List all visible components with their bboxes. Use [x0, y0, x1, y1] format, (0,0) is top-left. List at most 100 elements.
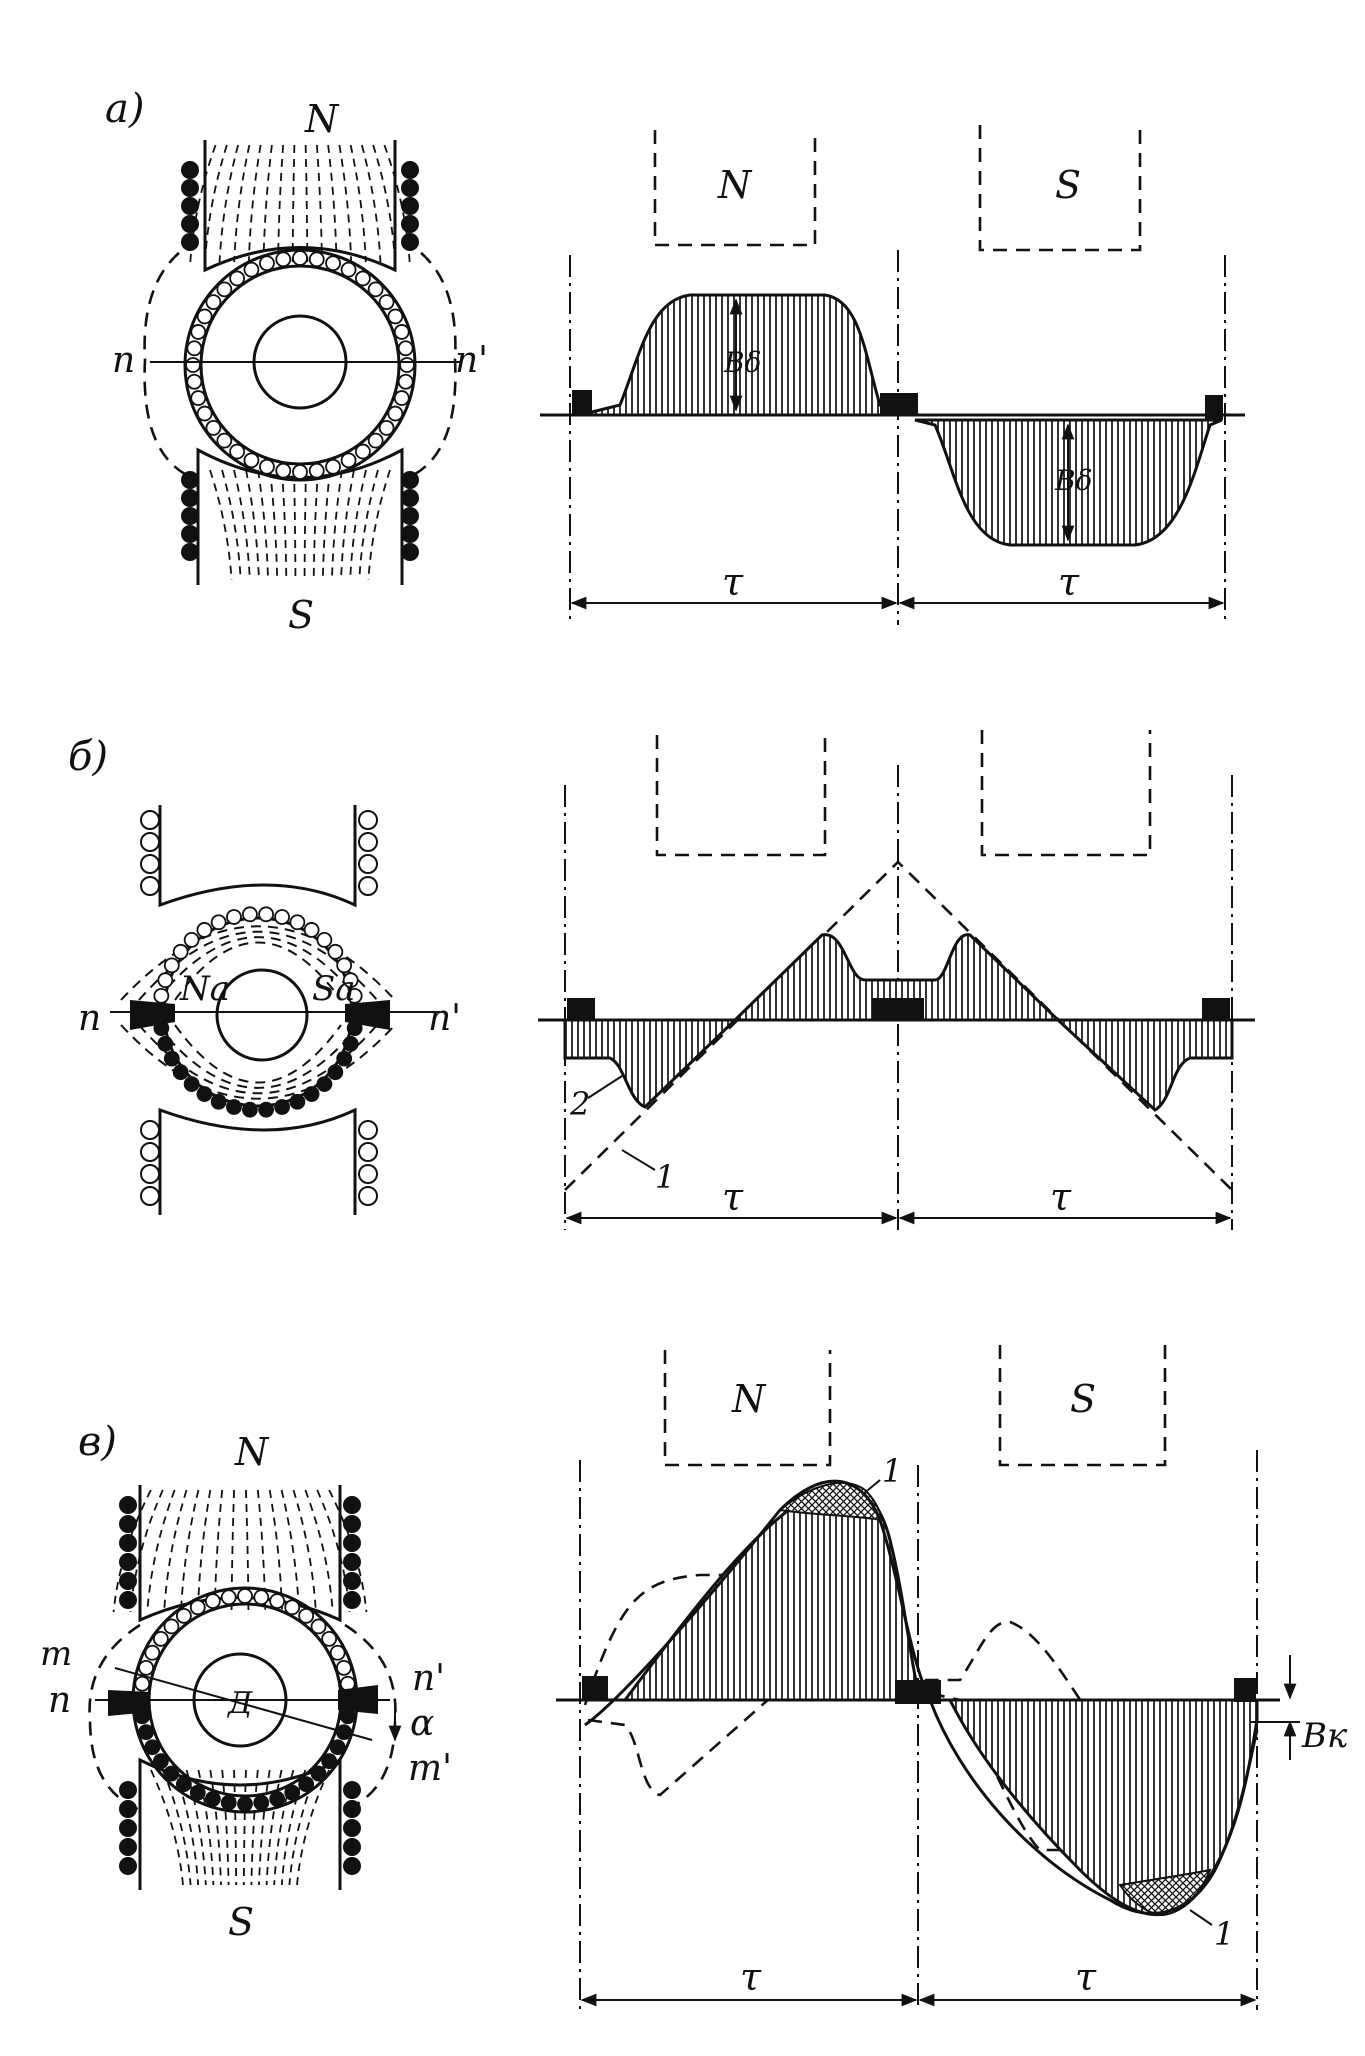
armature-conductor	[204, 1791, 221, 1807]
armature-conductor	[284, 1784, 301, 1801]
armature-conductor	[152, 1630, 169, 1647]
armature-conductor	[316, 931, 333, 948]
armature-conductor	[153, 987, 170, 1004]
panel-a-axis-right-label: n'	[455, 340, 488, 381]
armature-conductor	[144, 1644, 161, 1661]
panel-b-curve-label-2: 2	[569, 1085, 590, 1123]
field-coil-turn	[119, 1534, 137, 1552]
field-line	[277, 144, 285, 263]
armature-conductor	[327, 1064, 344, 1081]
field-coil-turn	[401, 525, 419, 543]
field-line	[288, 1769, 319, 1886]
field-line	[327, 144, 338, 263]
panel-a-span-right-label: τ	[1058, 560, 1080, 604]
armature-conductor	[275, 462, 292, 479]
armature-conductor	[336, 1659, 352, 1676]
panel-c-brush-mid-mark	[895, 1680, 941, 1704]
field-coil-turn	[343, 1572, 361, 1590]
armature-conductor	[340, 452, 357, 469]
field-coil-turn	[119, 1553, 137, 1571]
field-coil-turn	[119, 1496, 137, 1514]
field-line	[280, 1489, 300, 1613]
armature-conductor	[253, 1589, 270, 1606]
armature-conductor	[253, 1794, 270, 1811]
field-line	[204, 144, 228, 263]
panel-a-letter: а)	[105, 86, 144, 132]
field-line	[209, 469, 233, 581]
armature-conductor	[336, 1050, 353, 1067]
panel-c-brush-left-mark	[582, 1676, 608, 1700]
armature-conductor	[342, 972, 359, 989]
panel-a-field-lines-top	[189, 144, 411, 263]
field-line	[349, 144, 367, 263]
armature-conductor	[189, 1599, 206, 1616]
panel-c-axis2-right-label: m'	[408, 1748, 452, 1789]
field-line	[221, 1769, 230, 1886]
field-coil-turn	[358, 832, 378, 852]
panel-c-top-pole-label: N	[234, 1430, 270, 1474]
armature-conductor	[387, 405, 404, 422]
armature-conductor	[237, 1796, 253, 1812]
armature-conductor	[242, 906, 258, 923]
panel-a-axis-left-label: n	[112, 340, 135, 381]
armature-conductor	[175, 1776, 192, 1793]
panel-a: а) N S n n' N S	[105, 86, 1245, 637]
field-coil-turn	[119, 1591, 137, 1609]
field-line	[256, 1489, 267, 1613]
panel-c-chart-pole-s: S	[1070, 1377, 1096, 1421]
armature-conductor	[275, 251, 292, 268]
armature-conductor	[157, 1035, 174, 1052]
panel-b-field-coils	[140, 810, 378, 1206]
field-coil-turn	[181, 525, 199, 543]
field-line	[273, 1769, 295, 1886]
field-coil-turn	[181, 543, 199, 561]
field-line	[247, 144, 262, 263]
field-line	[233, 469, 251, 581]
panel-a-field-lines-bottom	[209, 469, 391, 581]
field-coil-turn	[343, 1819, 361, 1837]
panel-b-pole-n-outline	[655, 735, 827, 857]
panel-b-bottom-pole	[158, 1107, 357, 1215]
field-coil-turn	[358, 876, 378, 896]
field-coil-turn	[140, 1120, 160, 1140]
panel-b-letter: б)	[68, 734, 108, 780]
field-line	[120, 1024, 396, 1100]
panel-b-armature-mmf-line	[564, 860, 1233, 1191]
armature-conductor	[308, 251, 325, 268]
panel-b-axis-left-label: n	[78, 998, 101, 1039]
panel-c-armature-conductors	[133, 1588, 357, 1812]
field-line	[233, 144, 251, 263]
panel-c-brush-left	[108, 1690, 150, 1716]
armature-conductor	[186, 373, 203, 390]
field-line	[304, 1489, 334, 1613]
armature-conductor	[393, 390, 410, 406]
field-line	[242, 1769, 247, 1886]
field-line	[245, 469, 260, 581]
panel-b-top-pole	[158, 805, 357, 908]
panel-c-leader-1-bottom	[1189, 1909, 1213, 1926]
armature-conductor	[269, 1593, 286, 1609]
armature-conductor	[329, 1644, 346, 1661]
field-line	[112, 1489, 152, 1613]
armature-conductor	[329, 1739, 346, 1756]
armature-conductor	[342, 1035, 359, 1052]
panel-b-brush-right	[345, 1000, 390, 1030]
field-line	[161, 1769, 192, 1886]
field-line	[304, 144, 309, 263]
panel-a-top-pole-label: N	[304, 97, 340, 141]
armature-conductor	[163, 1618, 180, 1635]
armature-conductor	[284, 1599, 301, 1616]
field-line	[156, 1024, 360, 1089]
armature-conductor	[175, 1607, 192, 1624]
armature-conductor	[399, 357, 415, 373]
panel-a-bottom-pole-label: S	[288, 593, 314, 637]
field-line	[361, 144, 382, 263]
panel-b-axis-right-label: n'	[428, 998, 461, 1039]
panel-a-pole-n-outline	[653, 130, 817, 247]
armature-conductor	[134, 1675, 151, 1692]
field-line	[291, 144, 296, 263]
field-coil-turn	[181, 507, 199, 525]
panel-c-field-lines-bottom	[150, 1769, 330, 1886]
armature-conductor	[144, 1739, 161, 1756]
